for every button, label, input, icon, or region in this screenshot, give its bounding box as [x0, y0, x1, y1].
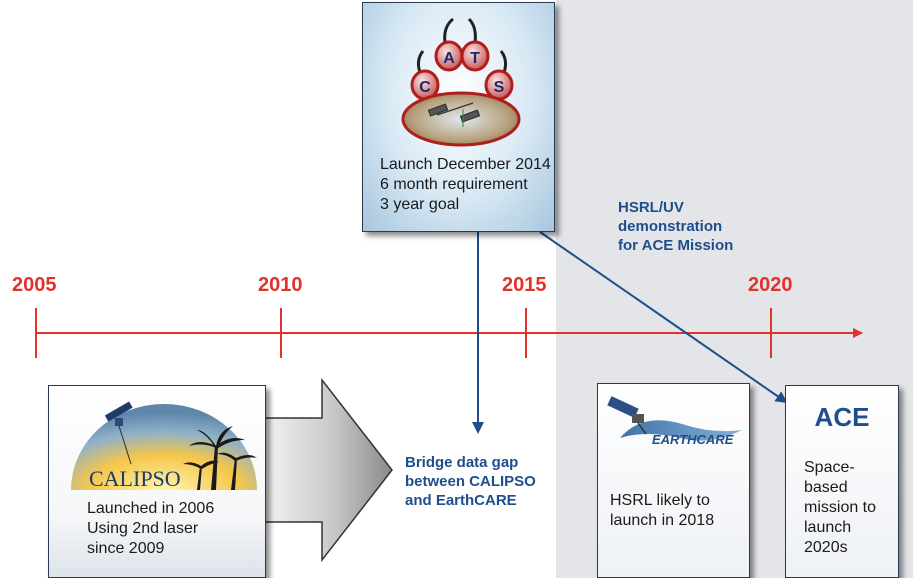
cats-mission-box: C A T S Launch December 2014 6 month req… — [362, 2, 555, 232]
year-label-2015: 2015 — [502, 274, 547, 296]
calipso-logo-text: CALIPSO — [89, 466, 181, 491]
ace-line-3: mission to — [804, 499, 877, 516]
year-label-2010: 2010 — [258, 274, 303, 296]
cats-letter-c: C — [419, 79, 431, 96]
earthcare-logo-text: EARTHCARE — [652, 432, 734, 447]
cats-letter-s: S — [494, 79, 505, 96]
earthcare-text: HSRL likely to launch in 2018 — [610, 491, 714, 531]
cats-line-requirement: 6 month requirement — [380, 176, 528, 193]
calipso-text: Launched in 2006 Using 2nd laser since 2… — [87, 499, 214, 559]
hsrl-uv-line-2: demonstration — [618, 218, 723, 235]
cats-line-launch: Launch December 2014 — [380, 156, 551, 173]
ace-text: Space- based mission to launch 2020s — [804, 458, 876, 558]
earthcare-logo: EARTHCARE — [607, 396, 742, 447]
ace-title: ACE — [814, 402, 870, 432]
space-station-icon — [427, 102, 481, 123]
hsrl-uv-demo-label: HSRL/UV demonstration for ACE Mission — [618, 198, 733, 255]
ace-mission-box: ACE Space- based mission to launch 2020s — [785, 385, 899, 578]
earthcare-satellite-icon — [607, 396, 647, 435]
calipso-logo: CALIPSO — [71, 401, 257, 491]
calipso-line-launched: Launched in 2006 — [87, 500, 215, 517]
big-gray-arrow — [261, 377, 393, 563]
cats-line-goal: 3 year goal — [380, 196, 460, 213]
calipso-mission-box: CALIPSO Launched in 2006 Using 2nd laser… — [48, 385, 266, 578]
cats-paw-logo: C A T S — [401, 17, 521, 147]
satellite-icon — [104, 401, 133, 465]
ace-line-2: based — [804, 479, 848, 496]
year-label-2005: 2005 — [12, 274, 57, 296]
year-label-2020: 2020 — [748, 274, 793, 296]
ace-line-4: launch — [804, 519, 852, 536]
ace-line-5: 2020s — [804, 539, 848, 556]
cats-letter-a: A — [443, 50, 455, 67]
calipso-line-since: since 2009 — [87, 540, 165, 557]
earthcare-line-2: launch in 2018 — [610, 512, 715, 529]
bridge-data-gap-label: Bridge data gap between CALIPSO and Eart… — [405, 453, 536, 510]
bridge-line-1: Bridge data gap — [405, 454, 519, 471]
earthcare-line-1: HSRL likely to — [610, 492, 710, 509]
hsrl-uv-line-1: HSRL/UV — [618, 199, 684, 216]
earthcare-mission-box: EARTHCARE HSRL likely to launch in 2018 — [597, 383, 750, 578]
hsrl-uv-line-3: for ACE Mission — [618, 237, 734, 254]
arrow-to-ace — [539, 231, 788, 404]
ace-line-1: Space- — [804, 459, 855, 476]
calipso-line-laser: Using 2nd laser — [87, 520, 199, 537]
cats-text: Launch December 2014 6 month requirement… — [380, 155, 551, 215]
bridge-line-3: and EarthCARE — [405, 492, 517, 509]
palm-trees-icon — [183, 426, 257, 490]
bridge-line-2: between CALIPSO — [405, 473, 536, 490]
cats-letter-t: T — [470, 50, 480, 67]
